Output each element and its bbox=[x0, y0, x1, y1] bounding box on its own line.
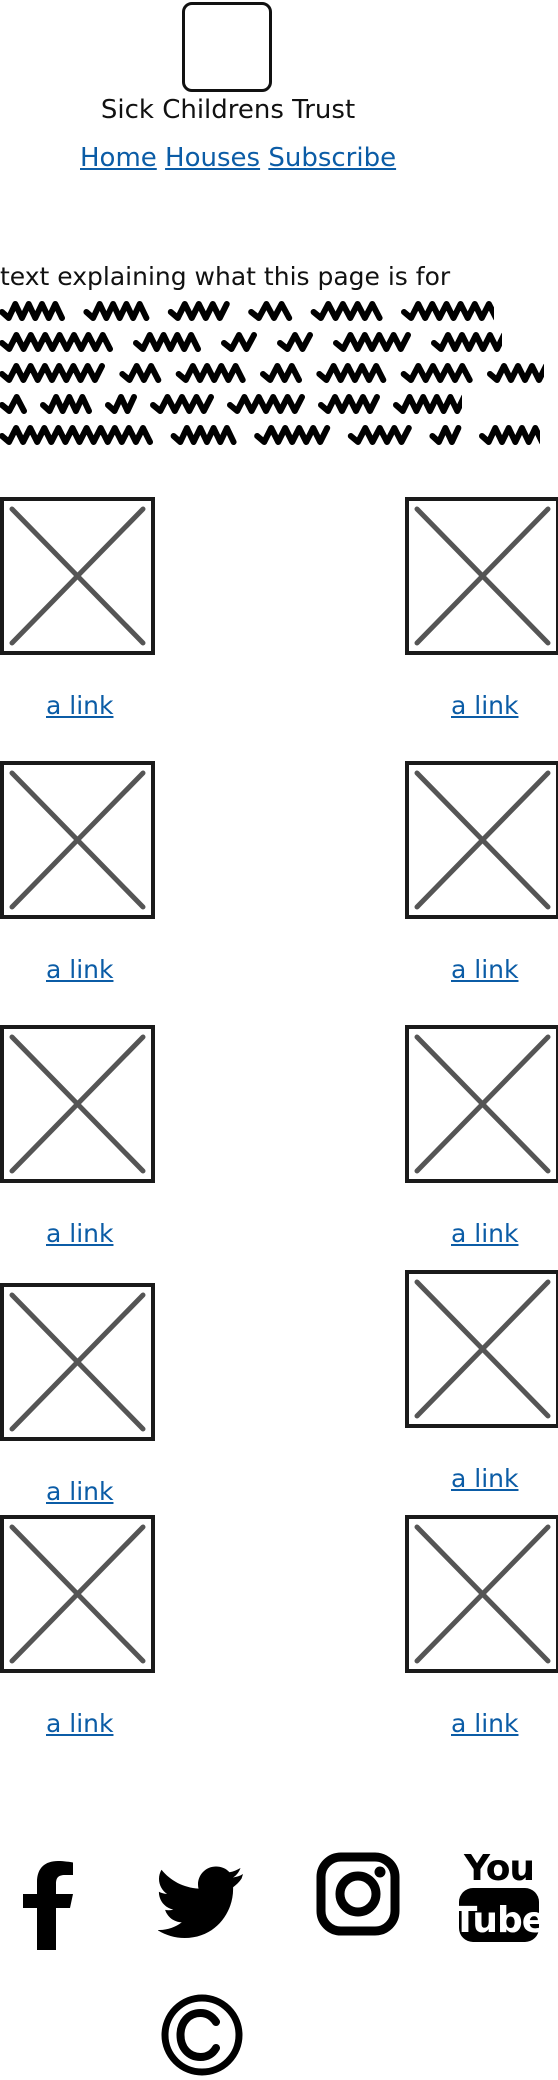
card-link[interactable]: a link bbox=[451, 1464, 519, 1493]
card-image-placeholder bbox=[0, 1025, 155, 1183]
card-image-placeholder bbox=[405, 497, 558, 655]
placeholder-text-line bbox=[0, 425, 540, 445]
twitter-icon[interactable] bbox=[158, 1866, 244, 1938]
placeholder-text-line bbox=[0, 301, 494, 321]
facebook-icon[interactable] bbox=[20, 1858, 76, 1950]
nav-link-houses[interactable]: Houses bbox=[165, 143, 261, 173]
card-link[interactable]: a link bbox=[46, 1219, 114, 1248]
nav-link-home[interactable]: Home bbox=[80, 143, 157, 173]
main-nav: Home Houses Subscribe bbox=[80, 142, 396, 174]
card-link[interactable]: a link bbox=[46, 1477, 114, 1506]
copyright-icon bbox=[161, 1994, 243, 2076]
card-image-placeholder bbox=[0, 1515, 155, 1673]
youtube-icon[interactable]: You Tube bbox=[458, 1846, 540, 1946]
card-link[interactable]: a link bbox=[451, 691, 519, 720]
site-title: Sick Childrens Trust bbox=[100, 95, 356, 125]
intro-heading: text explaining what this page is for bbox=[0, 262, 451, 291]
instagram-icon[interactable] bbox=[316, 1852, 400, 1936]
placeholder-text-line bbox=[0, 363, 544, 383]
card-link[interactable]: a link bbox=[46, 691, 114, 720]
card-image-placeholder bbox=[405, 1025, 558, 1183]
card-image-placeholder bbox=[0, 761, 155, 919]
card-image-placeholder bbox=[0, 1283, 155, 1441]
card-image-placeholder bbox=[0, 497, 155, 655]
card-link[interactable]: a link bbox=[451, 1709, 519, 1738]
card-image-placeholder bbox=[405, 761, 558, 919]
nav-link-subscribe[interactable]: Subscribe bbox=[268, 143, 397, 173]
placeholder-text-line bbox=[0, 332, 502, 352]
card-image-placeholder bbox=[405, 1515, 558, 1673]
card-link[interactable]: a link bbox=[46, 955, 114, 984]
svg-text:You: You bbox=[463, 1848, 534, 1889]
card-link[interactable]: a link bbox=[46, 1709, 114, 1738]
card-link[interactable]: a link bbox=[451, 955, 519, 984]
logo-placeholder bbox=[182, 2, 272, 92]
card-link[interactable]: a link bbox=[451, 1219, 519, 1248]
svg-text:Tube: Tube bbox=[458, 1900, 540, 1941]
card-image-placeholder bbox=[405, 1270, 558, 1428]
placeholder-text-line bbox=[0, 394, 462, 414]
